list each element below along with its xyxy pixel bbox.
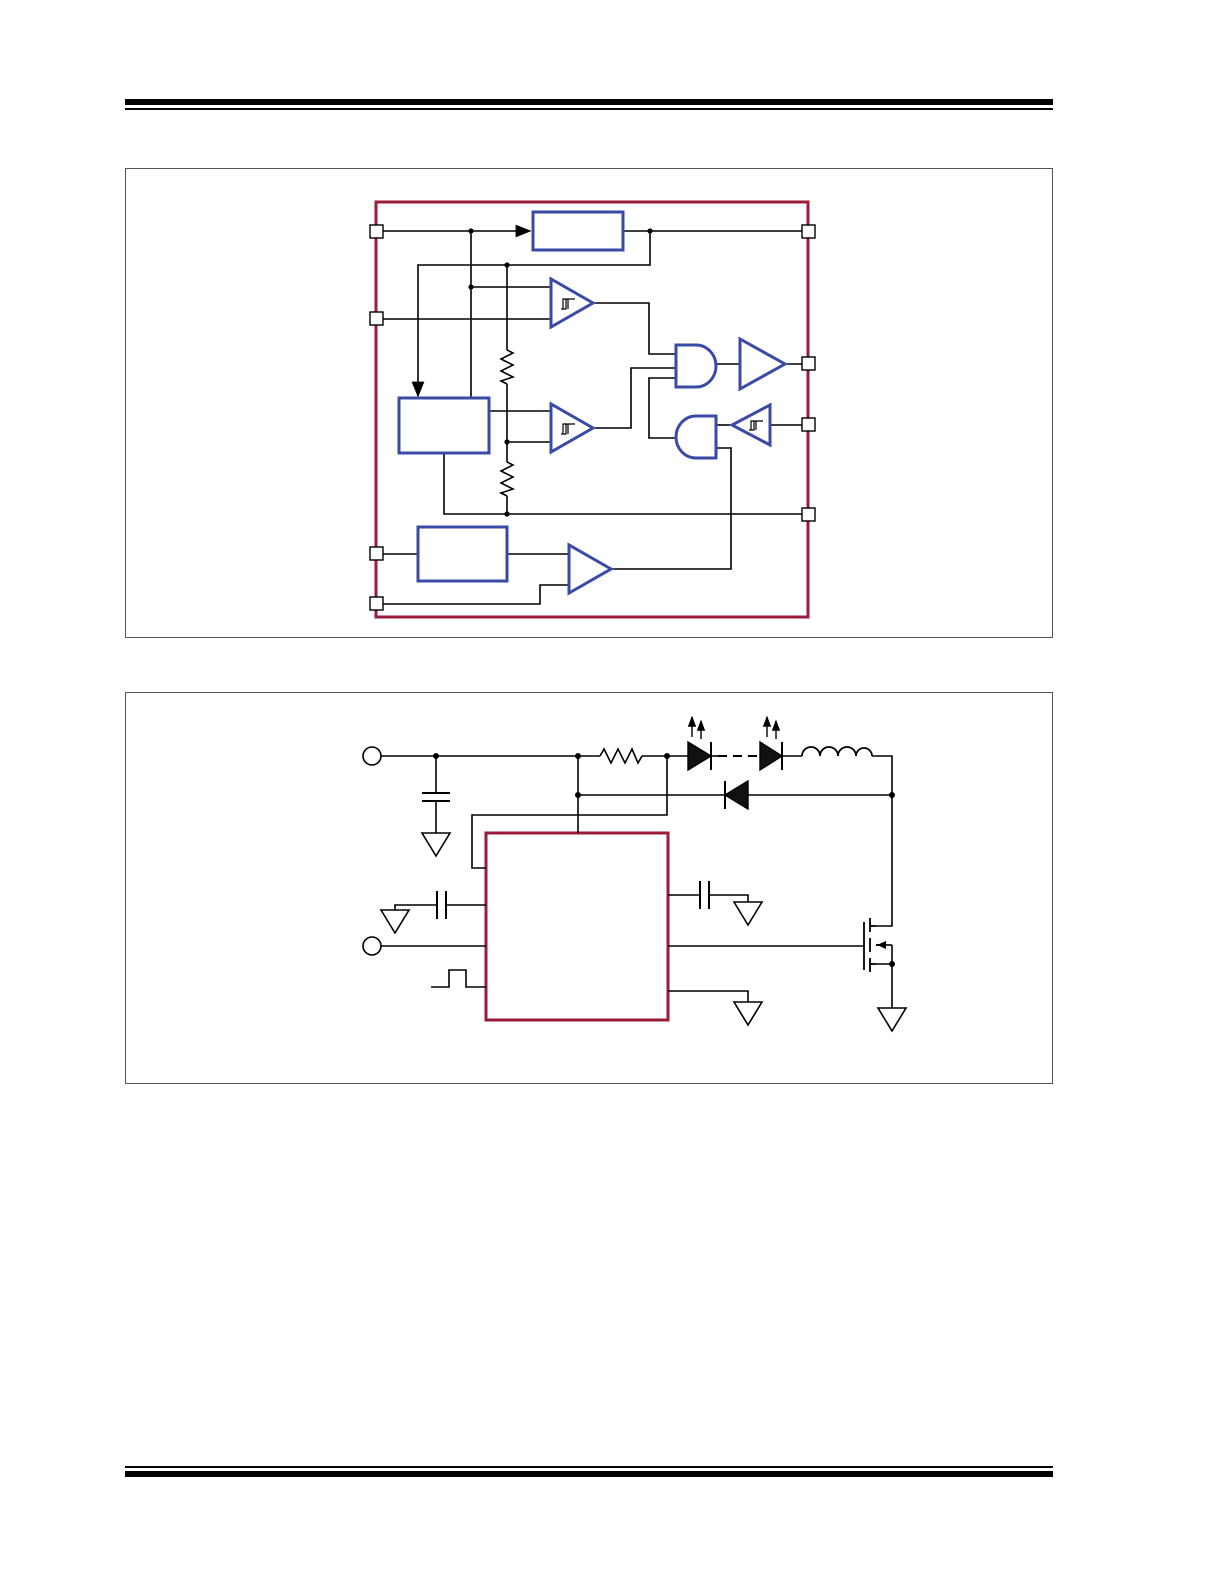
footer-rule-thin [125,1466,1053,1468]
header-rule-thick [125,99,1053,105]
vin-terminal [362,746,382,766]
inductor [801,746,873,757]
ic-outline [374,200,810,619]
ic-package [484,831,670,1022]
sense-resistor [599,747,643,765]
input-capacitor [422,792,450,802]
footer-rule-thick [125,1471,1053,1477]
divider-resistors [498,349,516,497]
mosfet [863,918,886,972]
enable-terminal [362,936,382,956]
comparator-upper [549,276,597,330]
junction-dots [468,228,653,517]
circuit-wires [381,755,893,1008]
gate-driver-buffer [738,336,789,392]
led-1 [687,715,713,772]
comparator-lower [549,401,597,455]
and-gate-upper [674,343,718,389]
and-gate-lower [674,414,718,460]
block-wires [376,224,808,605]
timing-capacitor [436,891,447,919]
reference-block [397,396,491,455]
oscillator-block [416,525,509,583]
schottky-diode [723,779,749,811]
compensation-capacitor [699,881,710,909]
input-schmitt-buffer [728,402,772,448]
led-n [759,715,784,772]
regulator-block [531,210,625,252]
circuit-junctions [433,753,895,967]
pwm-comparator [567,542,615,596]
ic-pins [369,224,816,611]
header-rule-thin [125,108,1053,110]
ground-symbols [379,832,908,1033]
